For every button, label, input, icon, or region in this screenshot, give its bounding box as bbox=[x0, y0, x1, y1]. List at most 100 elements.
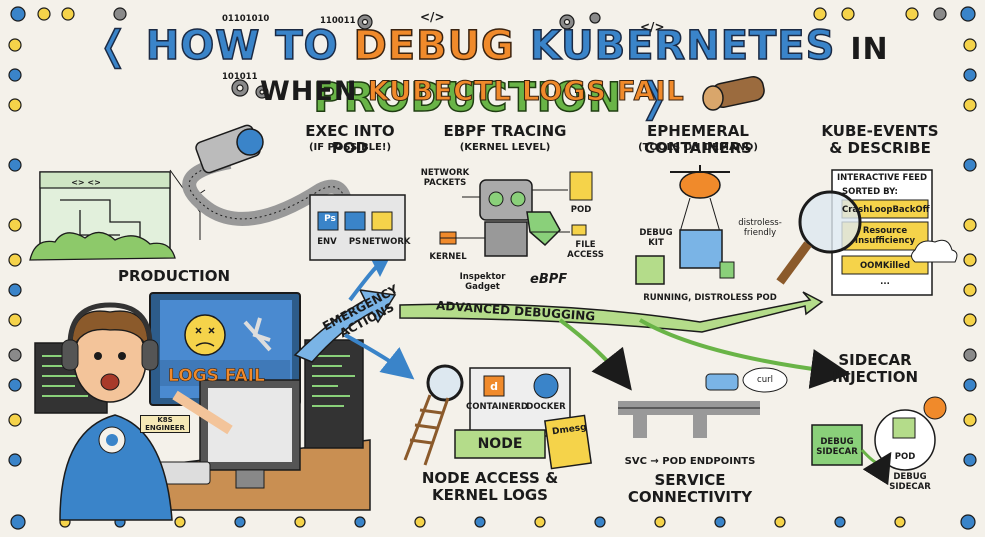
engineer-character bbox=[59, 302, 233, 521]
desk-scene bbox=[34, 292, 371, 511]
shield-icon bbox=[526, 211, 561, 247]
node-label: NODE bbox=[477, 436, 523, 452]
debug-kit-box bbox=[679, 229, 723, 269]
curl-bubble bbox=[742, 367, 788, 393]
ps-icon: Ps bbox=[324, 214, 336, 224]
subtitle-kubectl-logs-fail: KUBECTL LOGS FAIL bbox=[367, 76, 685, 108]
sad-face-icon bbox=[184, 314, 226, 356]
main-arrows bbox=[293, 244, 851, 391]
title-bracket-open: ❬ bbox=[96, 22, 131, 70]
sidecar-caption: DEBUG SIDECAR bbox=[889, 472, 931, 492]
sorted-by-label: SORTED BY: bbox=[842, 187, 898, 197]
event-item-crashloop: CrashLoopBackOff bbox=[842, 205, 930, 215]
distroless-pod bbox=[635, 255, 665, 285]
gear-icons-title bbox=[231, 12, 601, 99]
question-icon bbox=[923, 396, 947, 420]
ladder-icon bbox=[403, 394, 450, 466]
helicopter-icon bbox=[679, 171, 721, 199]
node-box bbox=[454, 429, 546, 459]
sidecar-box-label: DEBUG SIDECAR bbox=[816, 437, 858, 457]
engineer-badge: K8S ENGINEER bbox=[140, 415, 190, 433]
ps-label: PS bbox=[348, 237, 362, 247]
page-title: ❬ HOW TO DEBUG KUBERNETES IN PRODUCTION … bbox=[30, 22, 955, 122]
cluster-tag: <> <> bbox=[71, 178, 101, 187]
broken-wrench-icon bbox=[243, 317, 272, 352]
folder-icon bbox=[571, 224, 587, 236]
page-subtitle: WHEN KUBECTL LOGS FAIL bbox=[260, 76, 685, 108]
distroless-label: distroless-friendly bbox=[738, 218, 782, 238]
dmesg-book-icon bbox=[544, 414, 592, 470]
event-item-oomkilled: OOMKilled bbox=[859, 261, 911, 271]
events-illustration bbox=[776, 169, 958, 296]
title-production: PRODUCTION bbox=[313, 74, 623, 122]
border-bottom-icons bbox=[10, 514, 976, 530]
magnifier-icon bbox=[798, 190, 862, 254]
advanced-arrow bbox=[399, 291, 824, 333]
env-label: ENV bbox=[317, 237, 337, 247]
file-access-label: FILE ACCESS bbox=[567, 240, 604, 260]
cloud-icon bbox=[911, 239, 958, 263]
containerd-icon-letter: d bbox=[490, 380, 498, 393]
feed-title: INTERACTIVE FEED bbox=[836, 173, 928, 183]
ephemeral-subtitle: (TOOLS ON DEMAND) bbox=[638, 142, 758, 153]
binary-text: 110011 bbox=[320, 16, 356, 26]
containerd-label: CONTAINERD bbox=[466, 402, 528, 412]
log-icon bbox=[702, 75, 765, 111]
sidecar-box bbox=[811, 424, 863, 466]
sidecar-title: SIDECAR INJECTION bbox=[831, 351, 919, 386]
title-debug: DEBUG bbox=[353, 22, 515, 70]
code-tag-icon: </> bbox=[640, 20, 665, 34]
kernel-label: KERNEL bbox=[429, 252, 467, 262]
car-icon bbox=[705, 373, 739, 391]
containerd-icon bbox=[483, 375, 505, 397]
cluster-window bbox=[29, 169, 206, 261]
code-tag-icon: </> bbox=[420, 10, 445, 24]
subtitle-when: WHEN bbox=[260, 76, 358, 107]
events-title: KUBE-EVENTS & DESCRIBE bbox=[821, 122, 939, 157]
title-how-to: HOW TO bbox=[145, 22, 339, 70]
endpoints-label: SVC → POD ENDPOINTS bbox=[624, 456, 756, 467]
ephemeral-title: EPHEMERAL CONTAINERS bbox=[644, 122, 752, 157]
ebpf-subtitle: (KERNEL LEVEL) bbox=[459, 142, 551, 153]
service-illustration bbox=[618, 367, 788, 438]
file-icon bbox=[569, 171, 593, 201]
node-illustration bbox=[403, 364, 592, 470]
border-top-icons bbox=[10, 6, 976, 22]
debug-kit-label: DEBUG KIT bbox=[639, 228, 673, 248]
exec-subtitle: (IF POSSIBLE!) bbox=[308, 142, 392, 153]
production-label: PRODUCTION bbox=[118, 267, 231, 285]
binary-text: 101011 bbox=[222, 72, 258, 82]
event-more: ... bbox=[880, 277, 890, 287]
sidecar-illustration bbox=[811, 396, 947, 486]
ephemeral-illustration bbox=[635, 165, 735, 285]
border-side-icons bbox=[8, 38, 977, 467]
magnifier-icon-node bbox=[426, 364, 464, 402]
sidecar-pod-label: POD bbox=[894, 452, 916, 462]
exec-illustration bbox=[182, 124, 406, 261]
title-bracket-close: ❭ bbox=[636, 74, 672, 122]
node-access-title: NODE ACCESS & KERNEL LOGS bbox=[421, 469, 559, 504]
network-label: NETWORK bbox=[362, 237, 411, 247]
inspektor-gadget-logo: Inspektor Gadget bbox=[459, 272, 506, 292]
border-icons bbox=[8, 6, 977, 530]
docker-label: DOCKER bbox=[526, 402, 566, 412]
ebpf-logo: eBPF bbox=[530, 272, 568, 287]
robot-icon bbox=[479, 179, 533, 221]
title-in: IN bbox=[850, 32, 889, 67]
running-pod-label: RUNNING, DISTROLESS POD bbox=[643, 293, 777, 303]
ebpf-illustration bbox=[439, 171, 593, 257]
network-packets-label: NETWORK PACKETS bbox=[420, 168, 470, 188]
event-item-resource: Resource Insufficiency bbox=[854, 226, 916, 246]
ebpf-title: EBPF TRACING bbox=[443, 122, 567, 140]
emergency-arrow bbox=[293, 289, 397, 363]
exec-title: EXEC INTO POD bbox=[305, 122, 395, 157]
service-connectivity-title: SERVICE CONNECTIVITY bbox=[627, 471, 753, 506]
logs-fail-text: LOGS FAIL bbox=[168, 366, 265, 387]
curl-label: curl bbox=[757, 375, 773, 385]
title-kubernetes: KUBERNETES bbox=[529, 22, 836, 70]
binary-text: 01101010 bbox=[222, 14, 270, 24]
docker-icon bbox=[533, 373, 559, 399]
pod-label: POD bbox=[570, 205, 592, 215]
